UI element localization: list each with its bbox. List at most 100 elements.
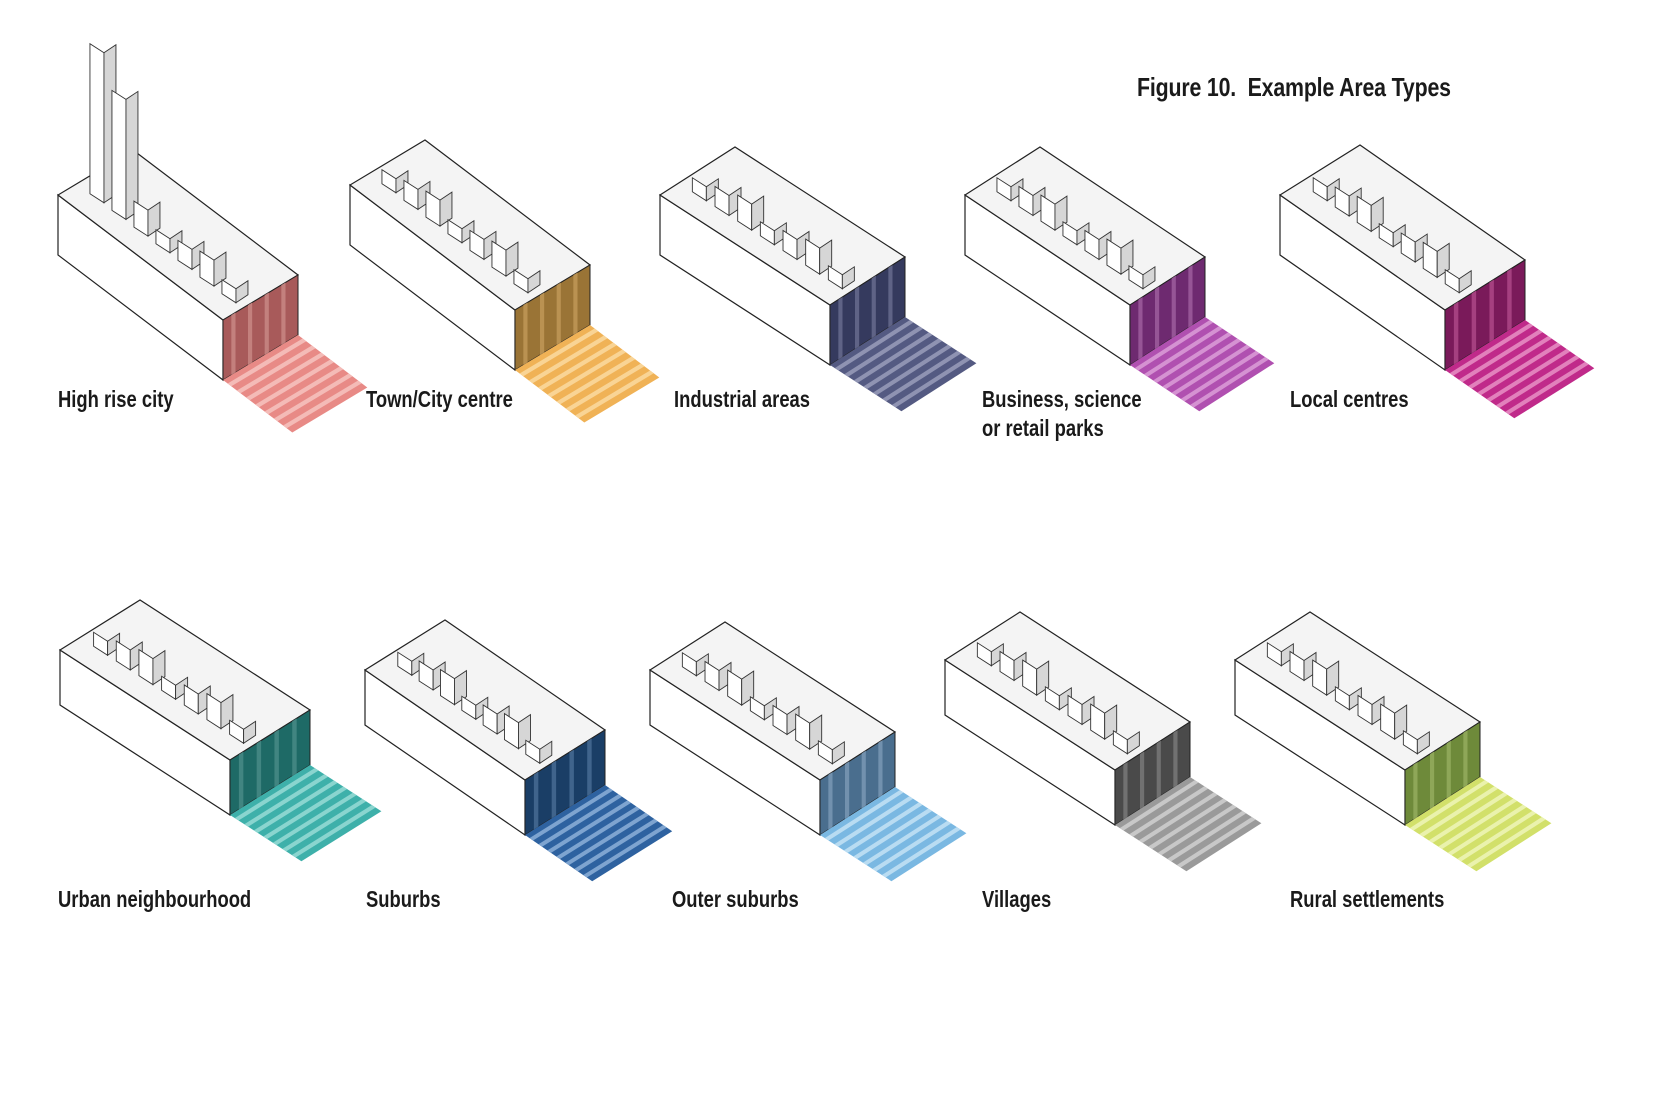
- area-type-label: Rural settlements: [1290, 886, 1445, 912]
- building-shade: [1126, 730, 1140, 755]
- section-stripe: [1453, 301, 1459, 365]
- ground-stripe: [1457, 810, 1537, 862]
- ground-stripe: [234, 768, 319, 821]
- ground-stripe: [547, 349, 627, 398]
- building-shade: [1142, 265, 1156, 290]
- ground-stripe: [255, 359, 335, 408]
- building-sketch: [111, 89, 127, 221]
- area-type-label: Outer suburbs: [672, 886, 799, 912]
- urban-neighbourhood-illustration: [58, 599, 382, 862]
- village-illustration: [943, 611, 1262, 872]
- ground-stripe: [824, 790, 904, 841]
- ground-stripe: [1143, 326, 1223, 377]
- building-shade: [527, 269, 541, 294]
- ground-stripe: [1458, 329, 1543, 383]
- ground-stripe: [863, 338, 943, 390]
- section-stripe: [556, 282, 561, 345]
- ground-stripe: [1505, 361, 1589, 415]
- building-shade: [1416, 730, 1430, 755]
- ground-stripe: [1162, 338, 1242, 390]
- building-shade: [175, 676, 189, 701]
- ground-stripe: [872, 344, 952, 396]
- building-shade: [1348, 686, 1362, 711]
- ground-stripe: [1157, 804, 1237, 856]
- ground-stripe: [862, 814, 942, 866]
- section-stripe: [838, 297, 843, 360]
- building-shade: [539, 740, 553, 765]
- section-stripe: [1430, 751, 1435, 809]
- ground-stripe: [565, 812, 649, 866]
- ground-stripe: [834, 320, 914, 371]
- building-shade: [107, 632, 121, 657]
- section-stripe: [248, 302, 253, 365]
- ground-stripe: [1167, 810, 1247, 862]
- section-stripe: [878, 740, 883, 798]
- ground-stripe: [583, 825, 667, 878]
- section-stripe: [533, 771, 539, 830]
- ground-stripe: [1449, 323, 1534, 376]
- section-stripe: [540, 292, 545, 355]
- area-type-panel: [658, 146, 977, 570]
- area-type-label-line2: or retail parks: [982, 415, 1104, 441]
- area-type-panel: [50, 30, 368, 450]
- area-type-label: Urban neighbourhood: [58, 886, 252, 912]
- building-shade: [1458, 269, 1472, 294]
- building-shade: [1058, 686, 1072, 711]
- ground-stripe: [1119, 780, 1199, 831]
- ground-stripe: [853, 332, 933, 383]
- ground-stripe: [264, 366, 344, 415]
- ground-stripe: [272, 792, 357, 846]
- ground-stripe: [565, 363, 645, 412]
- area-type-label: Villages: [982, 886, 1052, 912]
- building-shade: [831, 740, 845, 765]
- business-park-illustration: [963, 146, 1275, 412]
- building-sketch: [89, 42, 105, 204]
- section-stripe: [1471, 290, 1477, 354]
- section-stripe: [281, 282, 286, 345]
- area-type-label: Suburbs: [366, 886, 441, 912]
- section-stripe: [1173, 730, 1178, 788]
- ground-stripe: [574, 818, 658, 872]
- section-stripe: [1140, 751, 1145, 809]
- ground-stripe: [236, 345, 316, 394]
- section-stripe: [1123, 762, 1128, 820]
- ground-stripe: [556, 356, 636, 405]
- section-stripe: [292, 718, 297, 777]
- ground-stripe: [1190, 357, 1269, 408]
- section-stripe: [1507, 268, 1512, 332]
- ground-stripe: [273, 373, 353, 422]
- section-stripe: [569, 749, 574, 808]
- section-stripe: [1171, 275, 1176, 339]
- ground-stripe: [1486, 348, 1571, 402]
- high-rise-city-illustration: [56, 42, 368, 433]
- section-stripe: [1413, 762, 1418, 820]
- area-type-label: Local centres: [1290, 386, 1409, 412]
- ground-stripe: [1134, 320, 1214, 371]
- ground-stripe: [1180, 350, 1260, 402]
- building-shade: [763, 696, 777, 721]
- area-type-label: Business, science: [982, 386, 1142, 412]
- area-type-panel: [1278, 140, 1595, 560]
- ground-stripe: [538, 342, 617, 391]
- section-stripe: [845, 761, 850, 819]
- town-centre-illustration: [348, 139, 660, 423]
- building-shade: [695, 652, 709, 677]
- ground-stripe: [263, 786, 348, 840]
- area-type-panel: [348, 130, 660, 550]
- ground-stripe: [1447, 804, 1527, 856]
- ground-stripe: [227, 338, 307, 387]
- section-stripe: [871, 275, 876, 339]
- section-stripe: [828, 772, 833, 830]
- area-type-panel: [58, 599, 382, 1035]
- ground-stripe: [1153, 332, 1232, 383]
- building-shade: [705, 177, 719, 202]
- section-stripe: [1188, 265, 1193, 328]
- section-stripe: [523, 302, 528, 365]
- ground-stripe: [246, 352, 325, 401]
- ground-stripe: [556, 806, 640, 860]
- building-shade: [125, 90, 139, 221]
- local-centre-illustration: [1278, 144, 1595, 419]
- section-stripe: [587, 738, 592, 797]
- ground-stripe: [834, 796, 914, 847]
- building-shade: [235, 279, 249, 304]
